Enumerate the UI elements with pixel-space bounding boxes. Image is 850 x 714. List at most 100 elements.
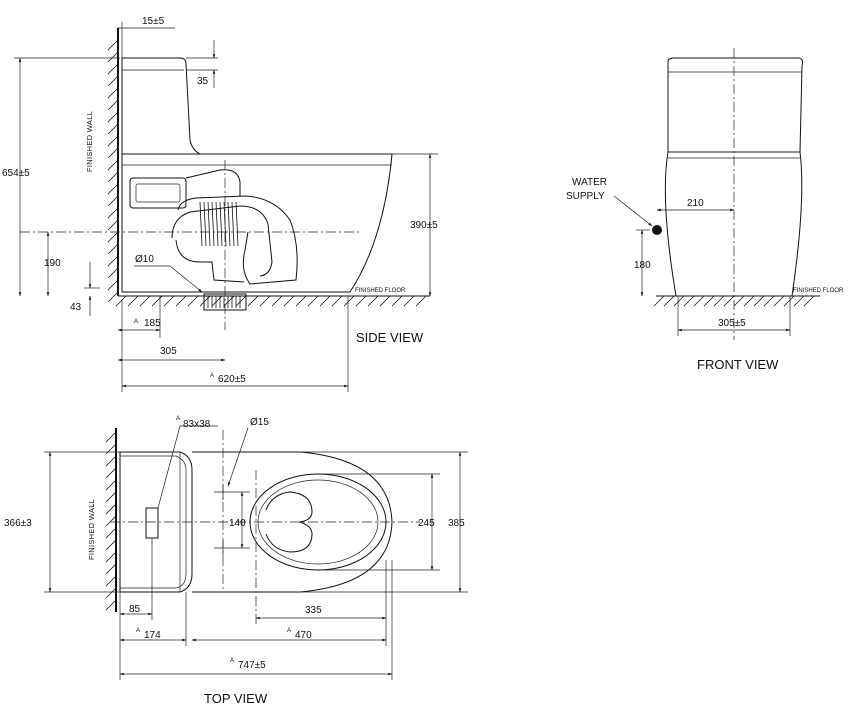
dim-tank-depth: 366±3 bbox=[4, 518, 32, 529]
dim-bowl-length: 470 bbox=[295, 630, 312, 641]
trap-rib bbox=[211, 201, 215, 247]
dim-base-width: 305±5 bbox=[718, 318, 746, 329]
floor-hatch-line bbox=[783, 295, 795, 307]
floor-hatch-line bbox=[199, 295, 211, 307]
trapway bbox=[185, 169, 241, 196]
dim-tank-length: 174 bbox=[144, 630, 161, 641]
floor-hatch-line bbox=[331, 295, 343, 307]
wall-hatch-line bbox=[107, 183, 119, 195]
wall-hatch-line bbox=[107, 39, 119, 51]
front-floor-label: FINISHED FLOOR bbox=[793, 288, 844, 294]
side-floor-label: FINISHED FLOOR bbox=[355, 288, 406, 294]
tank-top bbox=[119, 451, 193, 593]
side-floor bbox=[115, 295, 430, 307]
water-supply-label-2: SUPPLY bbox=[566, 191, 605, 202]
water-supply-label-1: WATER bbox=[572, 177, 607, 188]
wall-hatch-line bbox=[107, 147, 119, 159]
dim-outlet-height: 190 bbox=[44, 258, 61, 269]
dim-bowl-length-mark: A bbox=[287, 628, 291, 634]
wall-hatch-line bbox=[105, 467, 117, 479]
dim-bowl-opening-width: 245 bbox=[418, 518, 435, 529]
front-view-title: FRONT VIEW bbox=[697, 357, 779, 372]
dim-overall-length-top-mark: A bbox=[230, 658, 234, 664]
floor-hatch-line bbox=[259, 295, 271, 307]
floor-hatch-line bbox=[763, 295, 775, 307]
dim-overall-height: 654±5 bbox=[2, 168, 30, 179]
wall-hatch-line bbox=[105, 551, 117, 563]
top-wall-label: FINISHED WALL bbox=[87, 499, 96, 560]
flush-button bbox=[145, 507, 159, 539]
wall-hatch-line bbox=[107, 51, 119, 63]
tank-side bbox=[121, 57, 201, 155]
dim-floor-offset: 43 bbox=[70, 302, 82, 313]
floor-hatch-line bbox=[151, 295, 163, 307]
floor-hatch-line bbox=[367, 295, 379, 307]
floor-hatch-line bbox=[127, 295, 139, 307]
trap-rib bbox=[231, 201, 235, 247]
wall-hatch-line bbox=[107, 243, 119, 255]
wall-hatch-line bbox=[107, 123, 119, 135]
floor-hatch-line bbox=[115, 295, 127, 307]
top-view: FINISHED WALL A 83x38 Ø15 bbox=[4, 416, 468, 706]
floor-hatch-line bbox=[733, 295, 745, 307]
wall-hatch-line bbox=[105, 599, 117, 611]
dim-top-gap: 15±5 bbox=[142, 16, 165, 27]
floor-hatch-line bbox=[415, 295, 427, 307]
dim-to-outlet: 305 bbox=[160, 346, 177, 357]
dim-bowl-opening-length: 335 bbox=[305, 605, 322, 616]
trap-rib bbox=[235, 201, 239, 247]
floor-hatch-line bbox=[139, 295, 151, 307]
side-view: FINISHED WALL FINISHED FLOOR bbox=[2, 16, 438, 392]
bowl-top bbox=[192, 451, 393, 593]
floor-hatch-line bbox=[295, 295, 307, 307]
wall-hatch-line bbox=[105, 527, 117, 539]
floor-hatch-line bbox=[343, 295, 355, 307]
wall-hatch-line bbox=[105, 431, 117, 443]
floor-hatch-line bbox=[703, 295, 715, 307]
water-supply-point bbox=[652, 225, 662, 235]
wall-hatch-line bbox=[107, 279, 119, 291]
floor-hatch-line bbox=[175, 295, 187, 307]
bowl-side bbox=[121, 153, 393, 293]
trap-rib bbox=[219, 201, 223, 247]
wall-hatch-line bbox=[107, 219, 119, 231]
inner-cistern bbox=[129, 177, 187, 209]
wall-hatch-line bbox=[107, 195, 119, 207]
wall-hatch-line bbox=[107, 255, 119, 267]
wall-hatch-line bbox=[107, 87, 119, 99]
floor-hatch-line bbox=[319, 295, 331, 307]
wall-hatch-line bbox=[105, 515, 117, 527]
front-view: FINISHED FLOOR WATER SUPPLY 210 180 305±… bbox=[566, 48, 844, 372]
floor-hatch-line bbox=[803, 295, 815, 307]
trap-rib bbox=[215, 201, 219, 247]
front-bowl bbox=[664, 151, 803, 297]
side-view-title: SIDE VIEW bbox=[356, 330, 424, 345]
floor-hatch-line bbox=[283, 295, 295, 307]
floor-hatch-line bbox=[235, 295, 247, 307]
floor-hatch-line bbox=[403, 295, 415, 307]
trap-rib bbox=[227, 201, 231, 247]
dim-pipe-dia: Ø10 bbox=[135, 254, 154, 265]
dim-overall-length-mark: A bbox=[210, 373, 214, 379]
floor-hatch-line bbox=[683, 295, 695, 307]
floor-hatch-line bbox=[663, 295, 675, 307]
wall-hatch-line bbox=[105, 587, 117, 599]
floor-hatch-line bbox=[713, 295, 725, 307]
wall-hatch-line bbox=[105, 539, 117, 551]
floor-hatch-line bbox=[223, 295, 235, 307]
side-dims: 15±5 35 654±5 390±5 190 43 bbox=[2, 16, 438, 392]
wall-hatch-line bbox=[107, 231, 119, 243]
floor-hatch-line bbox=[773, 295, 785, 307]
floor-hatch-line bbox=[163, 295, 175, 307]
floor-hatch-line bbox=[391, 295, 403, 307]
trap-rib bbox=[203, 201, 207, 247]
side-wall bbox=[107, 28, 119, 303]
floor-hatch-line bbox=[307, 295, 319, 307]
dim-bolt-spacing: 140 bbox=[229, 518, 246, 529]
wall-hatch-line bbox=[107, 171, 119, 183]
dim-rough-in: 185 bbox=[144, 318, 161, 329]
dim-supply-offset: 210 bbox=[687, 198, 704, 209]
floor-hatch-line bbox=[673, 295, 685, 307]
wall-hatch-line bbox=[105, 455, 117, 467]
